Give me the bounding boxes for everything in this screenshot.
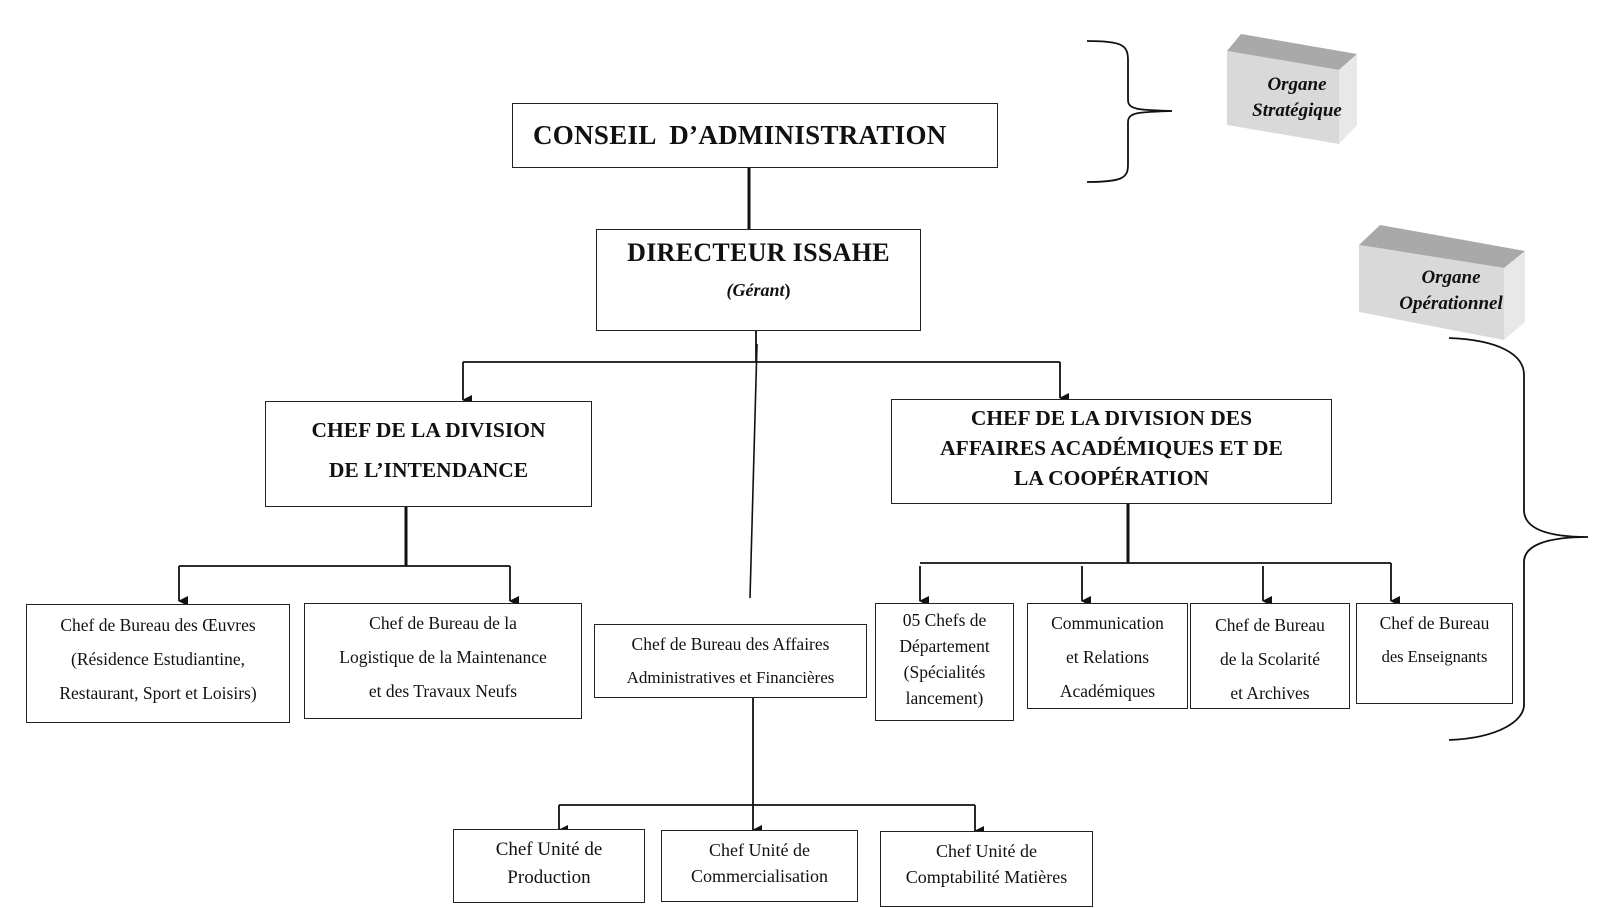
node-departements-line-1: 05 Chefs de: [902, 610, 987, 630]
node-departements-line-2: Département: [899, 636, 990, 656]
node-commercialisation-line-2: Commercialisation: [691, 866, 828, 886]
connector-to-affaires-admin: [749, 343, 758, 599]
node-communication-line-3: Académiques: [1059, 681, 1156, 701]
organe-strategique-line-1: Organe: [1267, 74, 1327, 95]
node-bureau-scolarite: Chef de Bureau de la Scolarité et Archiv…: [1190, 603, 1350, 709]
node-communication-relations: Communication et Relations Académiques: [1027, 603, 1188, 709]
node-enseignants-line-1: Chef de Bureau: [1379, 613, 1490, 633]
node-comptabilite-line-2: Comptabilité Matières: [905, 867, 1068, 887]
node-academique-line-3: LA COOPÉRATION: [1014, 466, 1209, 490]
node-directeur-subtitle-close: ): [784, 280, 791, 300]
node-directeur-title: DIRECTEUR ISSAHE: [627, 238, 890, 267]
operational-brace: [1448, 337, 1589, 741]
node-production-line-1: Chef Unité de: [495, 839, 603, 860]
node-oeuvres-line-3: Restaurant, Sport et Loisirs): [59, 683, 257, 703]
node-bureau-affaires-administratives: Chef de Bureau des Affaires Administrati…: [594, 624, 867, 698]
node-production-line-2: Production: [507, 867, 591, 888]
node-conseil-administration: CONSEIL D’ADMINISTRATION: [512, 103, 998, 168]
node-scolarite-line-2: de la Scolarité: [1219, 649, 1321, 669]
node-affaires-admin-line-1: Chef de Bureau des Affaires: [631, 634, 830, 654]
node-directeur-subtitle: (Gérant): [727, 280, 791, 301]
node-affaires-admin-line-2: Administratives et Financières: [626, 668, 835, 687]
node-scolarite-line-1: Chef de Bureau: [1215, 615, 1325, 635]
node-communication-line-2: et Relations: [1065, 647, 1150, 667]
node-academique-line-2: AFFAIRES ACADÉMIQUES ET DE: [940, 436, 1283, 460]
node-logistique-line-1: Chef de Bureau de la: [369, 613, 517, 633]
node-communication-line-1: Communication: [1051, 613, 1164, 633]
node-directeur-subtitle-italic: (Gérant: [726, 280, 785, 300]
node-oeuvres-line-2: (Résidence Estudiantine,: [71, 649, 245, 669]
node-division-intendance: CHEF DE LA DIVISION DE L’INTENDANCE: [265, 401, 592, 507]
node-departements-line-3: (Spécialités: [903, 662, 986, 682]
node-unite-commercialisation: Chef Unité de Commercialisation: [661, 830, 858, 902]
node-conseil-label: CONSEIL D’ADMINISTRATION: [533, 120, 947, 150]
organe-strategique-line-2: Stratégique: [1252, 100, 1342, 121]
node-enseignants-line-2: des Enseignants: [1381, 647, 1488, 666]
organe-strategique-block: [1227, 34, 1357, 144]
organe-operationnel-line-2: Opérationnel: [1399, 293, 1503, 314]
node-commercialisation-line-1: Chef Unité de: [709, 840, 810, 860]
node-logistique-line-3: et des Travaux Neufs: [368, 681, 518, 701]
node-intendance-line-1: CHEF DE LA DIVISION: [311, 418, 546, 442]
node-unite-production: Chef Unité de Production: [453, 829, 645, 903]
node-unite-comptabilite-matieres: Chef Unité de Comptabilité Matières: [880, 831, 1093, 907]
organe-operationnel-label: Organe Opérationnel: [1376, 265, 1526, 317]
node-chefs-departement: 05 Chefs de Département (Spécialités lan…: [875, 603, 1014, 721]
connectors: [178, 167, 1400, 836]
node-intendance-line-2: DE L’INTENDANCE: [328, 458, 529, 482]
node-scolarite-line-3: et Archives: [1230, 683, 1310, 703]
node-logistique-line-2: Logistique de la Maintenance: [339, 647, 547, 667]
node-departements-line-4: lancement): [905, 688, 984, 708]
organe-strategique-label: Organe Stratégique: [1232, 72, 1362, 124]
node-bureau-logistique: Chef de Bureau de la Logistique de la Ma…: [304, 603, 582, 719]
node-division-academique: CHEF DE LA DIVISION DES AFFAIRES ACADÉMI…: [891, 399, 1332, 504]
organe-operationnel-block: [1359, 225, 1525, 340]
strategic-brace: [1086, 40, 1173, 183]
node-academique-line-1: CHEF DE LA DIVISION DES: [970, 406, 1253, 430]
node-bureau-oeuvres: Chef de Bureau des Œuvres (Résidence Est…: [26, 604, 290, 723]
node-bureau-enseignants: Chef de Bureau des Enseignants: [1356, 603, 1513, 704]
node-directeur: DIRECTEUR ISSAHE (Gérant): [596, 229, 921, 331]
node-oeuvres-line-1: Chef de Bureau des Œuvres: [60, 615, 256, 635]
node-comptabilite-line-1: Chef Unité de: [936, 841, 1037, 861]
organe-operationnel-line-1: Organe: [1421, 267, 1481, 288]
